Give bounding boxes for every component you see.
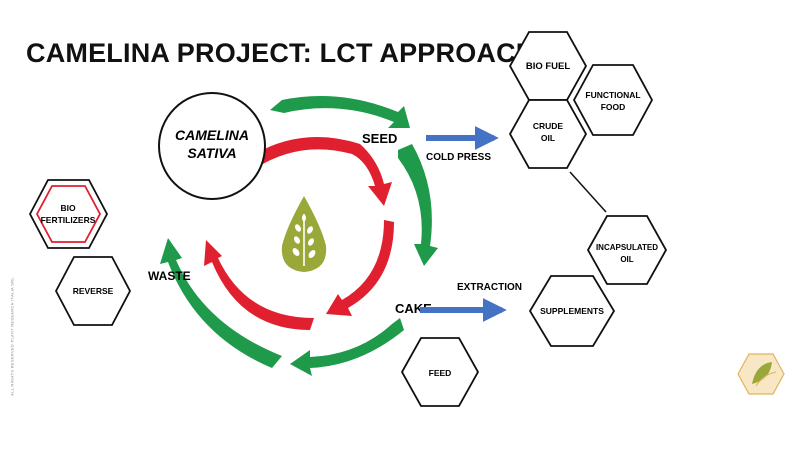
extraction-label: EXTRACTION: [457, 282, 522, 293]
oil-drop-icon: [281, 196, 327, 272]
red-arrow-right: [326, 220, 394, 316]
functional-food-label-line2: FOOD: [601, 102, 626, 112]
crude-oil-label-line2: OIL: [541, 133, 555, 143]
hex-incapsulated-oil: INCAPSULATED OIL: [586, 215, 668, 285]
hex-feed: FEED: [400, 337, 480, 407]
crude-to-incapsulated-connector: [569, 171, 607, 213]
red-arrow-top: [248, 137, 392, 206]
incapsulated-oil-label-line1: INCAPSULATED: [596, 243, 658, 252]
red-cycle-arrows: [204, 137, 394, 330]
supplements-label: SUPPLEMENTS: [540, 306, 604, 316]
incapsulated-oil-label-line2: OIL: [620, 255, 633, 264]
functional-food-label-line1: FUNCTIONAL: [585, 90, 640, 100]
green-arrow-top: [270, 96, 410, 128]
green-arrow-right: [398, 144, 438, 266]
hex-bio-fuel: BIO FUEL: [508, 31, 588, 101]
feed-label: FEED: [429, 368, 452, 378]
reverse-label: REVERSE: [73, 286, 114, 296]
page-title: CAMELINA PROJECT: LCT APPROACH: [26, 38, 536, 68]
bio-fertilizers-label-line2: FERTILIZERS: [41, 215, 96, 225]
green-arrow-left: [160, 238, 282, 368]
waste-label: WASTE: [148, 269, 191, 283]
green-cycle-arrows: [160, 96, 438, 376]
hex-bio-fertilizers: BIO FERTILIZERS: [28, 179, 109, 249]
center-label-line1: CAMELINA: [175, 127, 249, 143]
center-label-line2: SATIVA: [187, 145, 236, 161]
copyright-text: ALL RIGHTS RESERVED PLANT RESEARCH ITALI…: [9, 277, 15, 396]
bio-fuel-label: BIO FUEL: [526, 61, 571, 72]
hex-functional-food: FUNCTIONAL FOOD: [572, 64, 654, 136]
hex-reverse: REVERSE: [54, 256, 132, 326]
seed-label: SEED: [362, 131, 397, 146]
company-logo-icon: [737, 353, 785, 395]
red-arrow-bottom-left: [204, 240, 314, 330]
bio-fertilizers-label-line1: BIO: [60, 203, 76, 213]
cold-press-label: COLD PRESS: [426, 152, 491, 163]
green-arrow-bottom: [290, 318, 404, 376]
hex-crude-oil: CRUDE OIL: [508, 99, 588, 169]
camelina-sativa-circle: [158, 92, 266, 200]
crude-oil-label-line1: CRUDE: [533, 121, 564, 131]
hex-supplements: SUPPLEMENTS: [528, 275, 616, 347]
